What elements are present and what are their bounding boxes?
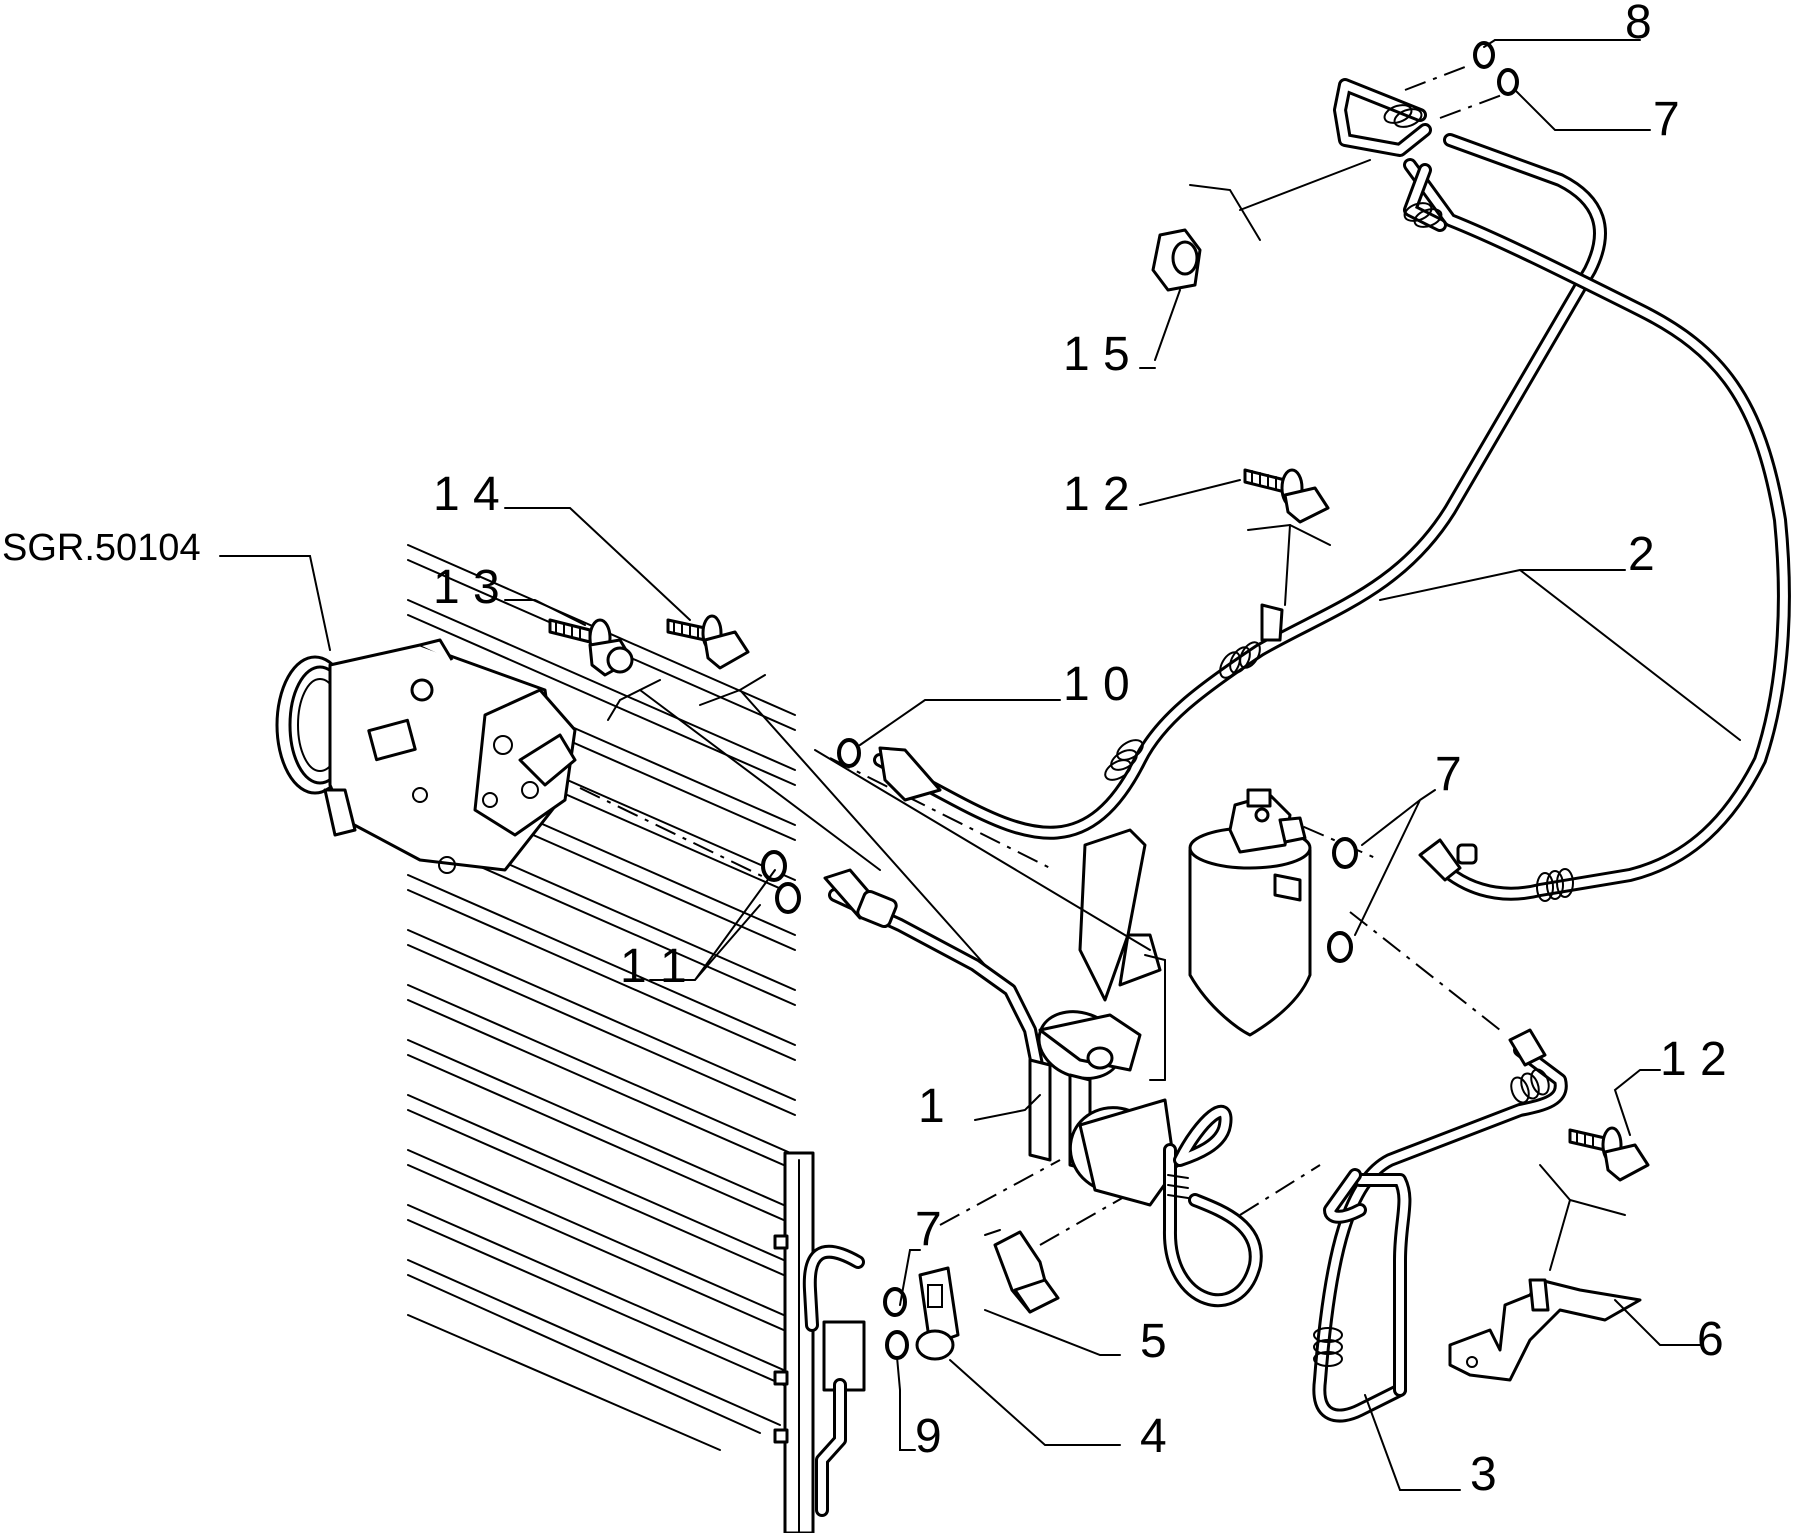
pipe-1-assembly (823, 828, 1263, 1308)
label-12-top: 1 2 (1063, 468, 1130, 521)
compressor (275, 638, 577, 874)
bolt-13 (548, 618, 634, 677)
label-7-mid: 7 (1435, 748, 1462, 801)
label-10: 1 0 (1063, 658, 1130, 711)
label-9: 9 (915, 1410, 942, 1463)
label-13: 1 3 (433, 561, 500, 614)
label-5: 5 (1140, 1315, 1167, 1368)
o-ring-7-low (883, 1287, 907, 1317)
callout-labels: SGR.50104 8 7 1 5 1 2 2 1 4 1 3 1 0 7 1 … (2, 0, 1727, 1501)
bolt-14 (666, 614, 750, 670)
pipe-3-assembly (1312, 1028, 1568, 1423)
nut-15 (1151, 228, 1202, 292)
label-8: 8 (1625, 0, 1652, 49)
o-ring-7-mid-a (1332, 837, 1358, 869)
label-4: 4 (1140, 1410, 1167, 1463)
o-ring-7-top (1497, 68, 1519, 96)
bolt-12-right (1568, 1126, 1650, 1182)
bracket-6 (1448, 1278, 1642, 1382)
label-7-low: 7 (915, 1203, 942, 1256)
leader-lines (219, 39, 1741, 1491)
exploded-indicators (607, 159, 1626, 1271)
bracket-5 (984, 1229, 1060, 1314)
label-15: 1 5 (1063, 328, 1130, 381)
o-ring-7-mid-b (1327, 931, 1353, 963)
o-ring-10 (837, 738, 861, 768)
label-sgr-50104: SGR.50104 (2, 527, 201, 569)
label-7-top: 7 (1653, 93, 1680, 146)
bolt-12-top (1243, 468, 1330, 524)
clip-4 (915, 1266, 960, 1361)
label-11: 1 1 (620, 940, 687, 993)
label-6: 6 (1697, 1313, 1724, 1366)
o-rings (761, 41, 1519, 1360)
o-ring-9 (885, 1330, 909, 1360)
o-ring-8 (1473, 41, 1495, 69)
label-14: 1 4 (433, 468, 500, 521)
o-ring-11-a (761, 850, 787, 882)
label-12-right: 1 2 (1660, 1033, 1727, 1086)
o-ring-11-b (775, 882, 801, 914)
label-2: 2 (1628, 528, 1655, 581)
receiver-drier (1188, 788, 1312, 1037)
pipe-2-assembly (873, 78, 1791, 902)
label-3: 3 (1470, 1448, 1497, 1501)
label-1: 1 (918, 1080, 945, 1133)
